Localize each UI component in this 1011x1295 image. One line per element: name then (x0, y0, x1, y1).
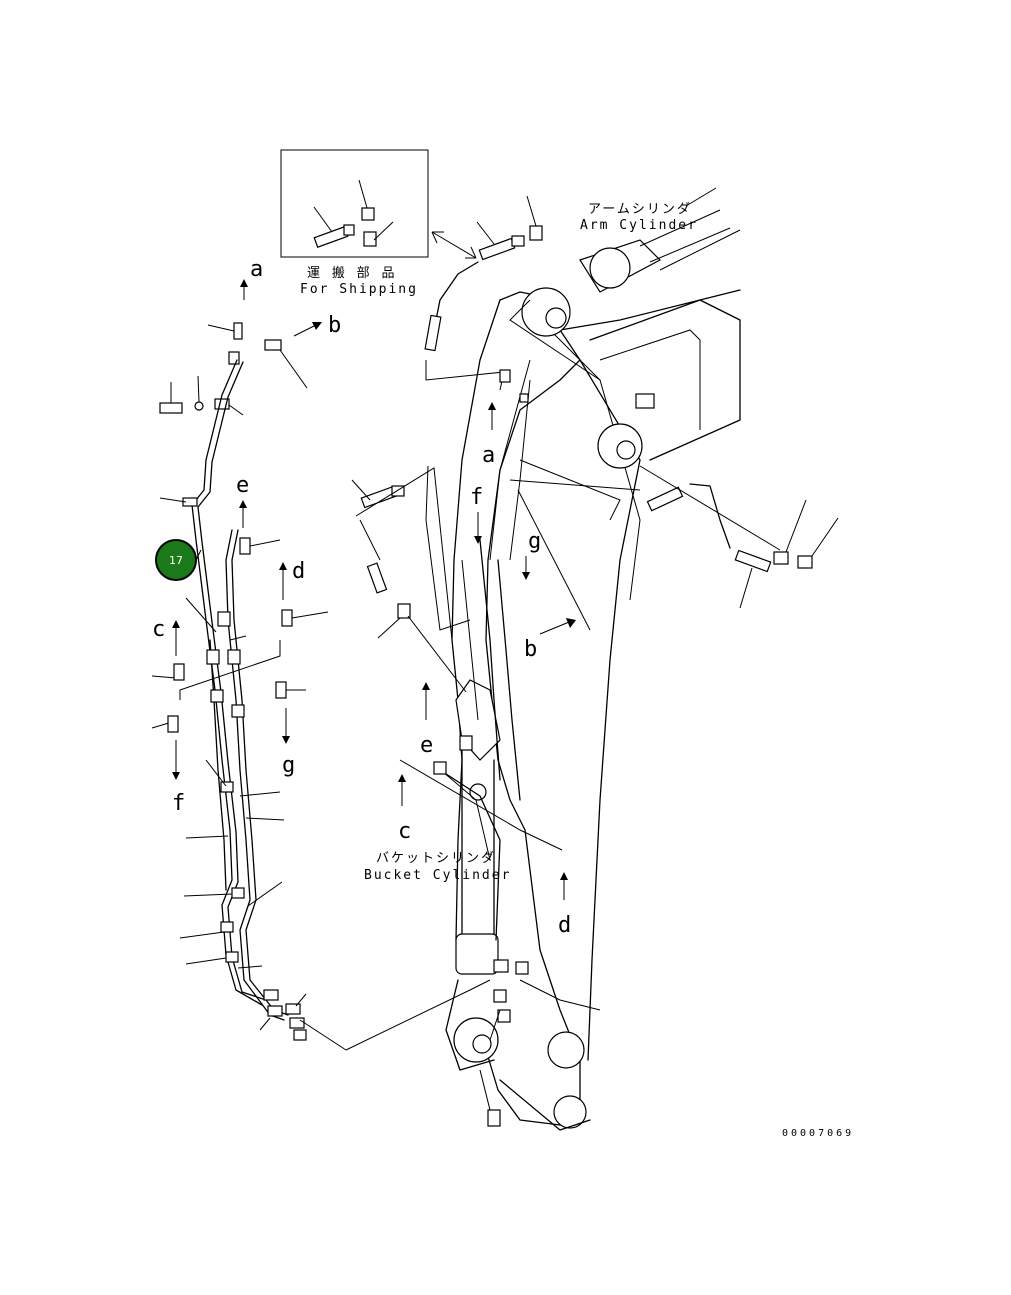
drawing-code: 00007069 (782, 1128, 854, 1139)
letter-f-left: f (172, 791, 185, 816)
shipping-inset: 運 搬 部 品 For Shipping (280, 149, 429, 297)
letter-a-right: a (482, 443, 495, 468)
letter-g-right: g (528, 529, 541, 554)
shipping-caption-en: For Shipping (300, 282, 418, 297)
callout-badge[interactable]: 17 (155, 539, 197, 581)
letter-e-left: e (236, 473, 249, 498)
bucket-cylinder-caption-jp: バケットシリンダ (376, 851, 496, 866)
bucket-cylinder-caption-en: Bucket Cylinder (364, 868, 511, 883)
shipping-double-arrow (431, 231, 477, 259)
letter-c-right: c (398, 819, 411, 844)
top-fitting-a (233, 322, 243, 340)
badge-number: 17 (169, 554, 183, 567)
letter-d-left: d (292, 559, 305, 584)
arm-structure (299, 209, 741, 1131)
bolt (159, 402, 183, 414)
letter-b-left: b (328, 313, 341, 338)
arm-top-hoses (351, 195, 839, 693)
letter-d-right: d (558, 913, 571, 938)
shipping-caption-jp: 運 搬 部 品 (307, 266, 396, 281)
letter-b-right: b (524, 637, 537, 662)
washer (194, 401, 204, 411)
arm-cylinder-caption-jp: アームシリンダ (588, 202, 692, 217)
left-connection-markers: a b e d c g f (152, 257, 341, 816)
right-connection-markers: a f g b e c d (398, 402, 576, 938)
letter-g-left: g (282, 753, 295, 778)
pipe-assembly-left (151, 322, 329, 1041)
letter-e-right: e (420, 733, 433, 758)
captions: アームシリンダ Arm Cylinder バケットシリンダ Bucket Cyl… (364, 187, 854, 1139)
letter-a-left: a (250, 257, 263, 282)
arm-cylinder-caption-en: Arm Cylinder (580, 218, 698, 233)
letter-f-right: f (470, 485, 483, 510)
letter-c-left: c (152, 617, 165, 642)
top-fitting-b (264, 339, 282, 351)
